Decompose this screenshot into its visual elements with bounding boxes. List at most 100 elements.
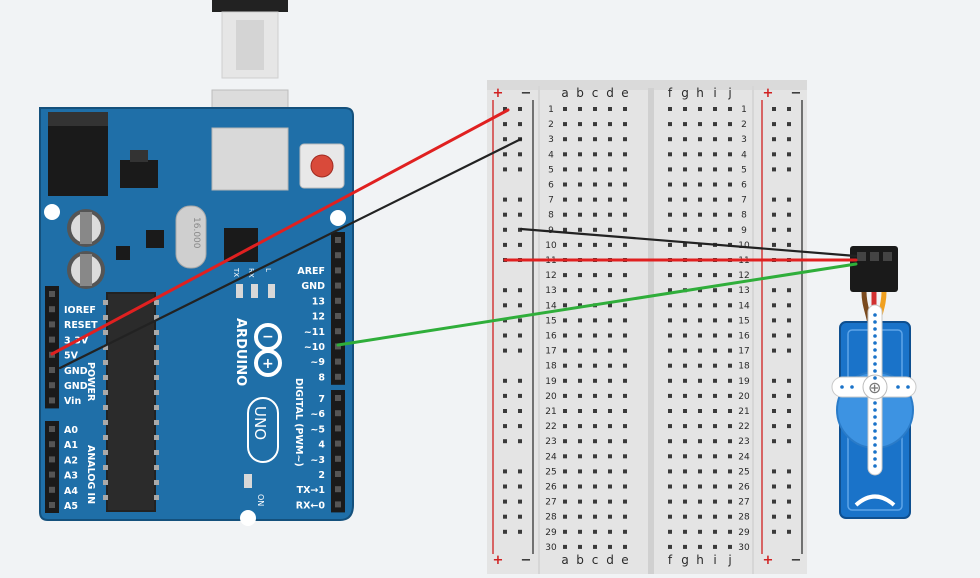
rail-hole[interactable] (518, 167, 522, 172)
breadboard-hole[interactable] (698, 182, 702, 187)
digital-header-low-pin[interactable] (335, 501, 341, 508)
breadboard-hole[interactable] (593, 454, 597, 459)
analog-header-pin[interactable] (49, 456, 55, 463)
breadboard-hole[interactable] (668, 363, 672, 368)
breadboard-hole[interactable] (608, 242, 612, 247)
breadboard-hole[interactable] (713, 348, 717, 353)
rail-hole[interactable] (503, 122, 507, 127)
breadboard-hole[interactable] (608, 107, 612, 111)
rail-hole[interactable] (518, 333, 522, 338)
power-header-pin[interactable] (49, 397, 55, 404)
breadboard-hole[interactable] (623, 273, 627, 278)
rail-hole[interactable] (772, 227, 776, 232)
breadboard-hole[interactable] (683, 227, 687, 232)
breadboard-hole[interactable] (668, 514, 672, 519)
breadboard-hole[interactable] (728, 182, 732, 187)
breadboard-hole[interactable] (608, 469, 612, 474)
servo-motor[interactable]: ⊕ (831, 246, 917, 519)
breadboard-hole[interactable] (698, 167, 702, 172)
breadboard-hole[interactable] (623, 514, 627, 519)
power-header-pin[interactable] (49, 306, 55, 313)
rail-hole[interactable] (518, 484, 522, 489)
breadboard-hole[interactable] (608, 529, 612, 534)
breadboard-hole[interactable] (578, 107, 582, 111)
breadboard-hole[interactable] (698, 484, 702, 489)
rail-hole[interactable] (787, 167, 791, 172)
breadboard-hole[interactable] (608, 378, 612, 383)
breadboard-hole[interactable] (728, 439, 732, 444)
digital-header-low-pin[interactable] (335, 410, 341, 417)
breadboard-hole[interactable] (683, 333, 687, 338)
breadboard-hole[interactable] (668, 393, 672, 398)
breadboard-hole[interactable] (668, 333, 672, 338)
breadboard-hole[interactable] (578, 288, 582, 293)
breadboard-hole[interactable] (713, 107, 717, 111)
breadboard-hole[interactable] (728, 288, 732, 293)
rail-hole[interactable] (787, 378, 791, 383)
breadboard-hole[interactable] (593, 439, 597, 444)
breadboard-hole[interactable] (623, 197, 627, 202)
breadboard-hole[interactable] (563, 363, 567, 368)
breadboard-hole[interactable] (728, 393, 732, 398)
analog-header-pin[interactable] (49, 486, 55, 493)
breadboard-hole[interactable] (623, 227, 627, 232)
breadboard-hole[interactable] (668, 544, 672, 549)
breadboard-hole[interactable] (563, 439, 567, 444)
digital-header[interactable] (331, 232, 345, 513)
breadboard-hole[interactable] (563, 378, 567, 383)
breadboard-hole[interactable] (683, 439, 687, 444)
rail-hole[interactable] (772, 484, 776, 489)
rail-hole[interactable] (772, 378, 776, 383)
breadboard-hole[interactable] (698, 288, 702, 293)
breadboard-hole[interactable] (683, 318, 687, 323)
breadboard-hole[interactable] (578, 439, 582, 444)
breadboard-hole[interactable] (608, 409, 612, 413)
wires[interactable] (50, 108, 858, 370)
breadboard-hole[interactable] (578, 363, 582, 368)
breadboard-hole[interactable] (668, 303, 672, 308)
breadboard-hole[interactable] (593, 212, 597, 217)
breadboard-hole[interactable] (713, 303, 717, 308)
breadboard-hole[interactable] (728, 454, 732, 459)
breadboard-hole[interactable] (668, 348, 672, 353)
digital-header-high-pin[interactable] (335, 252, 341, 259)
breadboard-hole[interactable] (683, 348, 687, 353)
digital-header-low-pin[interactable] (335, 425, 341, 432)
breadboard-hole[interactable] (608, 303, 612, 308)
rail-hole[interactable] (503, 348, 507, 353)
breadboard-hole[interactable] (668, 409, 672, 413)
breadboard-hole[interactable] (728, 333, 732, 338)
breadboard-hole[interactable] (578, 137, 582, 142)
breadboard-hole[interactable] (563, 273, 567, 278)
breadboard-hole[interactable] (668, 499, 672, 504)
breadboard-hole[interactable] (728, 544, 732, 549)
breadboard-hole[interactable] (563, 288, 567, 293)
breadboard-hole[interactable] (623, 469, 627, 474)
breadboard-hole[interactable] (623, 318, 627, 323)
breadboard-hole[interactable] (668, 439, 672, 444)
breadboard-hole[interactable] (668, 137, 672, 142)
breadboard-hole[interactable] (728, 318, 732, 323)
rail-hole[interactable] (503, 107, 507, 111)
breadboard-hole[interactable] (728, 514, 732, 519)
rail-hole[interactable] (518, 303, 522, 308)
red-5v-wire[interactable] (50, 108, 510, 356)
digital-header-high-pin[interactable] (335, 313, 341, 319)
breadboard-hole[interactable] (608, 333, 612, 338)
breadboard-hole[interactable] (608, 152, 612, 157)
rail-hole[interactable] (787, 409, 791, 413)
breadboard-hole[interactable] (728, 378, 732, 383)
breadboard-hole[interactable] (728, 122, 732, 127)
breadboard-hole[interactable] (578, 409, 582, 413)
breadboard-hole[interactable] (563, 227, 567, 232)
breadboard-hole[interactable] (698, 514, 702, 519)
breadboard-hole[interactable] (698, 273, 702, 278)
breadboard-hole[interactable] (728, 197, 732, 202)
breadboard-hole[interactable] (728, 303, 732, 308)
rail-hole[interactable] (518, 107, 522, 111)
breadboard-hole[interactable] (668, 182, 672, 187)
breadboard-hole[interactable] (608, 137, 612, 142)
breadboard-hole[interactable] (593, 137, 597, 142)
breadboard-hole[interactable] (713, 409, 717, 413)
